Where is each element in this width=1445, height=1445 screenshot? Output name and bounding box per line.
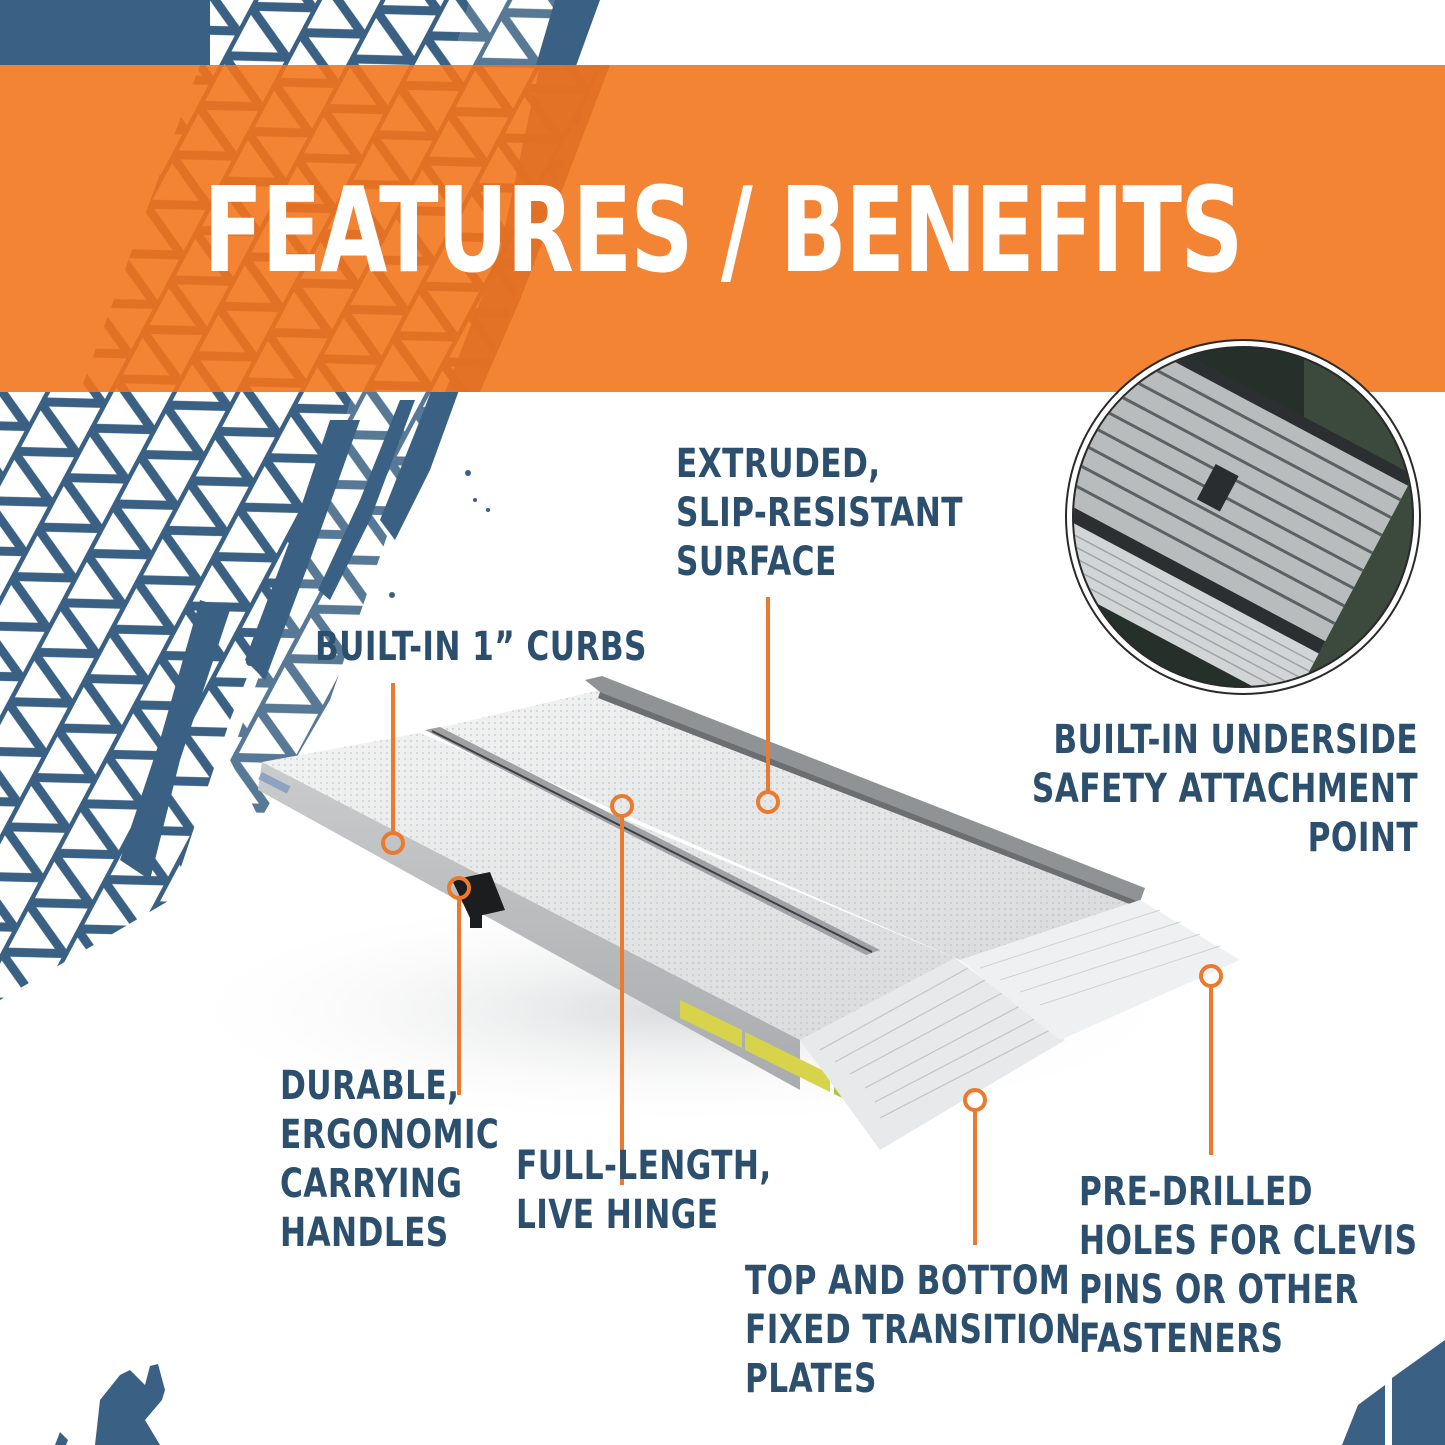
callout-plates-label: TOP AND BOTTOM FIXED TRANSITION PLATES: [745, 1258, 1082, 1402]
page-title: FEATURES / BENEFITS: [203, 161, 1243, 299]
callout-safety-label: BUILT-IN UNDERSIDE SAFETY ATTACHMENT POI…: [1031, 717, 1418, 861]
ramp-underside-illustration: [1074, 348, 1412, 686]
callout-handles-label: DURABLE, ERGONOMIC CARRYING HANDLES: [280, 1063, 500, 1256]
banner-tread-overlay: [80, 65, 610, 392]
callout-curbs-label: BUILT-IN 1” CURBS: [315, 624, 647, 670]
callout-hinge-label: FULL-LENGTH, LIVE HINGE: [516, 1143, 772, 1238]
underside-inset-photo: [1072, 346, 1414, 688]
callout-holes-label: PRE-DRILLED HOLES FOR CLEVIS PINS OR OTH…: [1079, 1169, 1418, 1362]
title-banner: [0, 65, 1445, 392]
callout-surface-label: EXTRUDED, SLIP-RESISTANT SURFACE: [676, 441, 963, 585]
